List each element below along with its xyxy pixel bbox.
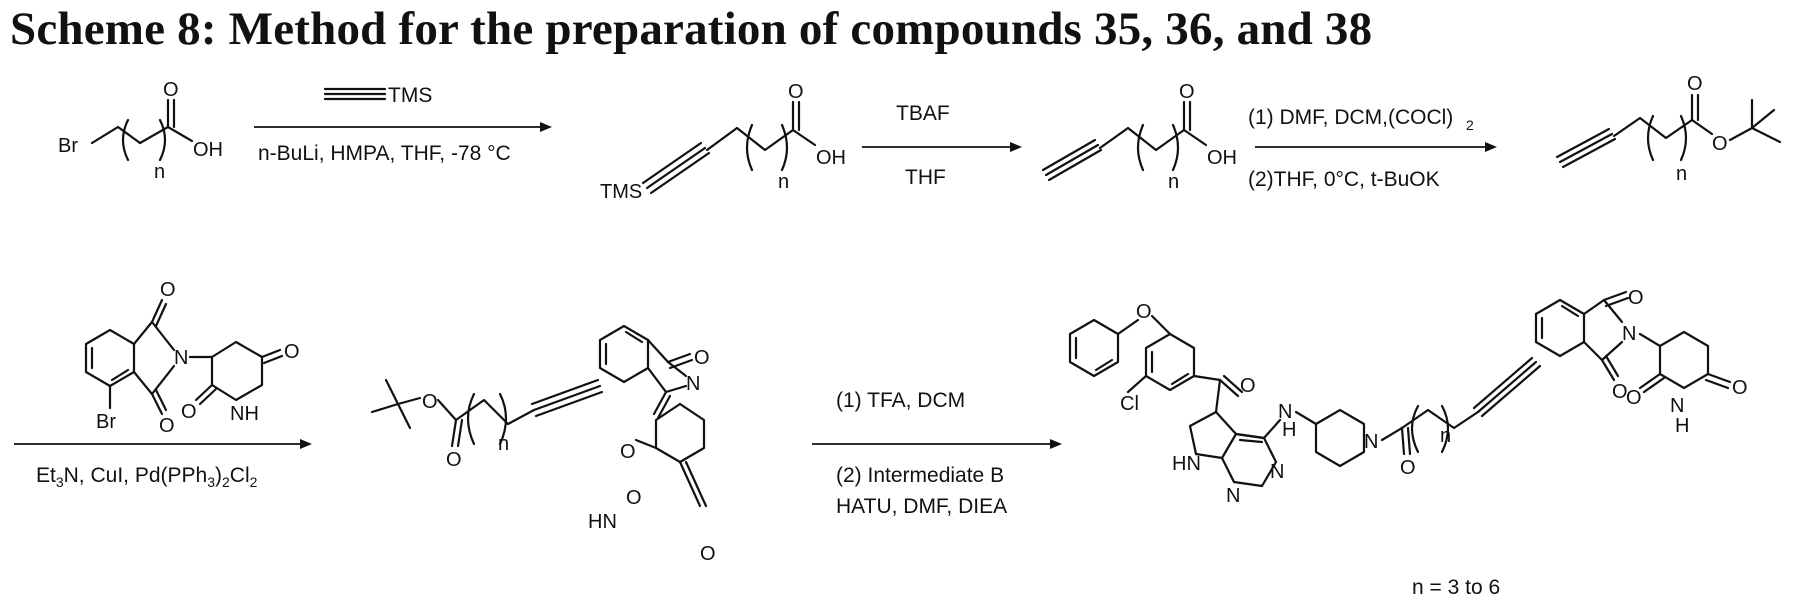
step2-solvent-below: THF bbox=[905, 166, 946, 189]
final-product-structure: O Cl O HN N N N H N O bbox=[1070, 287, 1748, 599]
atom-n: N bbox=[174, 347, 188, 369]
atom-o: O bbox=[446, 449, 462, 471]
step5-line-3: HATU, DMF, DIEA bbox=[836, 495, 1007, 518]
atom-o: O bbox=[1628, 287, 1644, 309]
atom-h: H bbox=[1675, 415, 1689, 437]
subscript-n: n bbox=[1440, 425, 1451, 447]
subscript-n: n bbox=[1676, 163, 1687, 185]
bromo-thalidomide-structure: O O N O O NH Br bbox=[86, 279, 300, 437]
atom-o: O bbox=[626, 487, 642, 509]
atom-o: O bbox=[620, 441, 636, 463]
atom-o: O bbox=[788, 81, 804, 103]
atom-o: O bbox=[1687, 73, 1703, 95]
atom-n: N bbox=[1226, 485, 1240, 507]
alkynyl-acid-structure: O OH n bbox=[1043, 81, 1237, 193]
atom-oh: OH bbox=[1207, 147, 1237, 169]
step3-subscript: 2 bbox=[1466, 117, 1474, 133]
reaction-arrow-1: TMS n-BuLi, HMPA, THF, -78 °C bbox=[254, 84, 552, 165]
step3-conditions-below: (2)THF, 0°C, t-BuOK bbox=[1248, 168, 1440, 191]
tms-alkynyl-acid-structure: TMS O OH n bbox=[600, 81, 846, 203]
atom-o: O bbox=[1626, 387, 1642, 409]
atom-hn: HN bbox=[588, 511, 617, 533]
atom-o: O bbox=[160, 279, 176, 301]
ester-thalidomide-conjugate-structure: O O n O O N O HN O bbox=[372, 326, 716, 565]
reaction-arrow-2: TBAF THF bbox=[862, 102, 1022, 189]
atom-nh: NH bbox=[230, 403, 259, 425]
atom-o: O bbox=[163, 79, 179, 101]
step5-line-2: (2) Intermediate B bbox=[836, 464, 1004, 487]
atom-o: O bbox=[694, 347, 710, 369]
step3-conditions-above: (1) DMF, DCM,(COCl) bbox=[1248, 106, 1453, 129]
atom-o: O bbox=[159, 415, 175, 437]
atom-n: N bbox=[686, 373, 700, 395]
atom-n: N bbox=[1622, 323, 1636, 345]
atom-o: O bbox=[1179, 81, 1195, 103]
atom-h: H bbox=[1282, 419, 1296, 441]
atom-oh: OH bbox=[193, 139, 223, 161]
atom-o-ketone: O bbox=[1240, 375, 1256, 397]
atom-o: O bbox=[284, 341, 300, 363]
atom-n: N bbox=[1670, 395, 1684, 417]
n-range-note: n = 3 to 6 bbox=[1412, 576, 1500, 599]
atom-o-ester: O bbox=[1712, 133, 1728, 155]
tert-butyl-ester-structure: O O n bbox=[1557, 73, 1780, 185]
reaction-arrow-3: (1) DMF, DCM,(COCl) 2 (2)THF, 0°C, t-BuO… bbox=[1248, 106, 1497, 191]
atom-o: O bbox=[700, 543, 716, 565]
atom-o-ether: O bbox=[1136, 301, 1152, 323]
step2-reagent-above: TBAF bbox=[896, 102, 950, 125]
atom-o: O bbox=[1732, 377, 1748, 399]
bromo-acid-structure: Br O OH n bbox=[58, 79, 223, 183]
reaction-arrow-5: (1) TFA, DCM (2) Intermediate B HATU, DM… bbox=[812, 389, 1062, 518]
subscript-n: n bbox=[498, 433, 509, 455]
atom-o-amide: O bbox=[1400, 457, 1416, 479]
step1-conditions-below: n-BuLi, HMPA, THF, -78 °C bbox=[258, 142, 511, 165]
step4-conditions-below: Et3N, CuI, Pd(PPh3)2Cl2 bbox=[36, 464, 258, 490]
atom-oh: OH bbox=[816, 147, 846, 169]
atom-o: O bbox=[181, 401, 197, 423]
atom-cl: Cl bbox=[1120, 393, 1139, 415]
atom-br: Br bbox=[96, 411, 116, 433]
step5-line-1: (1) TFA, DCM bbox=[836, 389, 965, 412]
subscript-n: n bbox=[778, 171, 789, 193]
subscript-n: n bbox=[1168, 171, 1179, 193]
step1-reagent-above: TMS bbox=[388, 84, 432, 107]
reaction-arrow-4: Et3N, CuI, Pd(PPh3)2Cl2 bbox=[14, 439, 312, 490]
atom-n-piperidine: N bbox=[1364, 431, 1378, 453]
atom-n: N bbox=[1270, 461, 1284, 483]
atom-br: Br bbox=[58, 135, 78, 157]
atom-tms: TMS bbox=[600, 181, 642, 203]
subscript-n: n bbox=[154, 161, 165, 183]
atom-hn-pyrrole: HN bbox=[1172, 453, 1201, 475]
atom-o-ester: O bbox=[422, 391, 438, 413]
